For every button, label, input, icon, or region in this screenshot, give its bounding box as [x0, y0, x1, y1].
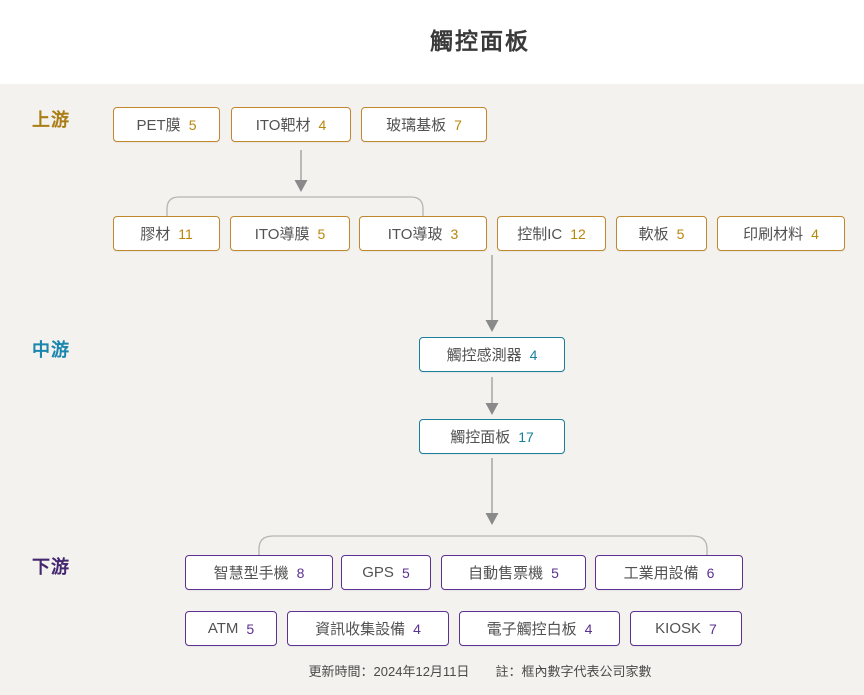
node-label: 智慧型手機 — [213, 565, 289, 582]
node-atm[interactable]: ATM 5 — [185, 611, 277, 646]
node-label: 玻璃基板 — [386, 117, 447, 134]
tier-label-downstream: 下游 — [32, 557, 70, 577]
node-count: 4 — [529, 346, 538, 363]
node-label: ITO導玻 — [387, 226, 443, 243]
node-label: GPS — [362, 564, 394, 581]
node-count: 5 — [188, 116, 197, 133]
node-count: 4 — [413, 620, 421, 637]
node-kiosk[interactable]: KIOSK 7 — [630, 611, 742, 646]
tier-label-midstream: 中游 — [32, 340, 70, 360]
node-smartphone[interactable]: 智慧型手機 8 — [185, 555, 333, 590]
node-printing-material[interactable]: 印刷材料 4 — [717, 216, 845, 251]
node-count: 8 — [296, 564, 305, 581]
node-count: 5 — [317, 225, 326, 242]
node-label: 控制IC — [517, 226, 563, 243]
node-label: 軟板 — [638, 226, 669, 243]
bracket-upstream — [166, 196, 424, 216]
node-label: 觸控感測器 — [446, 347, 522, 364]
node-count: 11 — [178, 225, 193, 242]
flow-connectors — [166, 150, 708, 556]
node-count: 12 — [570, 225, 586, 242]
node-glass-substrate[interactable]: 玻璃基板 7 — [361, 107, 487, 142]
arrow-head-4 — [485, 513, 499, 525]
node-count: 4 — [584, 620, 593, 637]
node-label: 印刷材料 — [743, 226, 804, 243]
node-electronic-whiteboard[interactable]: 電子觸控白板 4 — [459, 611, 620, 646]
node-label: ITO導膜 — [254, 226, 310, 243]
arrow-head-3 — [485, 403, 499, 415]
node-flex-board[interactable]: 軟板 5 — [616, 216, 707, 251]
legend-note-text: 註：框內數字代表公司家數 — [495, 664, 652, 679]
node-controller-ic[interactable]: 控制IC 12 — [497, 216, 606, 251]
node-count: 7 — [454, 116, 462, 133]
node-count: 17 — [518, 428, 534, 445]
node-touch-panel[interactable]: 觸控面板 17 — [419, 419, 565, 454]
node-gps[interactable]: GPS 5 — [341, 555, 431, 590]
arrow-head-2 — [485, 320, 499, 332]
node-label: 電子觸控白板 — [486, 621, 577, 638]
node-label: ATM — [207, 620, 239, 637]
node-count: 5 — [676, 225, 685, 242]
node-label: ITO靶材 — [255, 117, 311, 134]
node-count: 5 — [551, 564, 559, 581]
node-count: 5 — [246, 620, 255, 637]
node-adhesive[interactable]: 膠材 11 — [113, 216, 220, 251]
node-ito-glass[interactable]: ITO導玻 3 — [359, 216, 487, 251]
node-count: 7 — [709, 620, 717, 637]
node-count: 6 — [706, 564, 715, 581]
node-label: PET膜 — [136, 117, 181, 134]
page-header: 觸控面板 — [0, 0, 864, 84]
node-label: KIOSK — [655, 620, 702, 637]
node-info-collection-equipment[interactable]: 資訊收集設備 4 — [287, 611, 449, 646]
node-label: 工業用設備 — [623, 565, 699, 582]
node-label: 觸控面板 — [450, 429, 511, 446]
node-touch-sensor[interactable]: 觸控感測器 4 — [419, 337, 565, 372]
node-pet-film[interactable]: PET膜 5 — [113, 107, 220, 142]
node-count: 4 — [811, 225, 819, 242]
node-label: 膠材 — [140, 226, 171, 243]
node-ito-film[interactable]: ITO導膜 5 — [230, 216, 350, 251]
node-ito-target[interactable]: ITO靶材 4 — [231, 107, 351, 142]
node-industrial-equipment[interactable]: 工業用設備 6 — [595, 555, 743, 590]
page-title: 觸控面板 — [430, 28, 530, 54]
node-count: 3 — [450, 225, 459, 242]
node-label: 自動售票機 — [468, 565, 544, 582]
arrow-head-1 — [294, 180, 308, 192]
footer-note: 更新時間：2024年12月11日 註：框內數字代表公司家數 — [96, 661, 864, 680]
update-time-text: 更新時間：2024年12月11日 — [308, 664, 470, 679]
bracket-downstream — [258, 535, 708, 556]
diagram-canvas: 上游 中游 下游 PET膜 5 ITO靶材 4 玻璃基板 7 膠材 11 ITO… — [0, 84, 864, 695]
node-count: 5 — [401, 564, 410, 581]
tier-label-upstream: 上游 — [32, 110, 70, 130]
node-ticket-machine[interactable]: 自動售票機 5 — [441, 555, 586, 590]
node-count: 4 — [318, 116, 327, 133]
node-label: 資訊收集設備 — [315, 621, 406, 638]
